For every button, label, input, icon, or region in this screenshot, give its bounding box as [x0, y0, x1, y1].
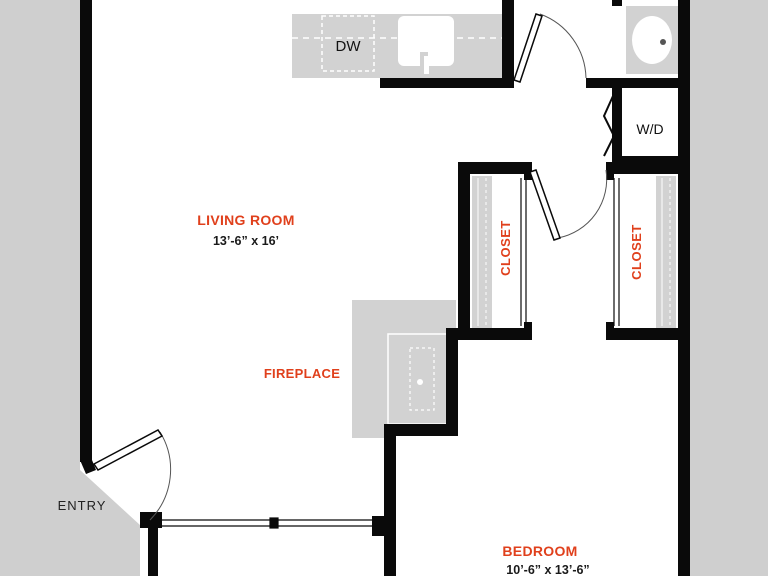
- counter-top: [292, 14, 502, 78]
- wall-right-outer: [678, 0, 690, 576]
- closet-right-shelf: [656, 176, 676, 328]
- wall-left-living: [80, 0, 92, 462]
- closet-door-arc: [557, 169, 608, 239]
- entry-label: ENTRY: [58, 498, 107, 513]
- wall-closet-left-top: [458, 162, 530, 174]
- wall-kitchen-right: [502, 0, 514, 88]
- wall-closet-right-bottom: [606, 328, 686, 340]
- closet-doors: [520, 178, 620, 326]
- wall-entry-diagonal: [80, 460, 96, 474]
- wd-label: W/D: [636, 121, 663, 137]
- door-swings: [149, 13, 608, 521]
- closet-left-shelf: [472, 176, 492, 328]
- fireplace-label: FIREPLACE: [264, 366, 340, 381]
- wall-wd-bottom: [612, 156, 678, 166]
- wall-wd-left: [612, 88, 622, 166]
- closet-right-label: CLOSET: [629, 224, 644, 280]
- exterior-left: [0, 0, 140, 576]
- wd-bifold-door: [602, 95, 616, 157]
- wall-bath-left: [586, 78, 678, 88]
- dishwasher: [321, 15, 375, 72]
- kitchen-door: [513, 13, 543, 83]
- labels: DW W/D LIVING ROOM 13’-6” x 16’ FIREPLAC…: [58, 38, 664, 576]
- walls: [80, 0, 690, 576]
- closet-interiors: [472, 176, 676, 328]
- sliding-door-track: [158, 517, 380, 529]
- fireplace: [352, 300, 456, 438]
- wall-bedroom-left: [384, 424, 396, 576]
- wall-closet-left-outer: [458, 162, 470, 340]
- entry-door-arc: [149, 431, 172, 521]
- kitchen-door-arc: [539, 13, 587, 79]
- counter-back-wall: [380, 78, 510, 88]
- bedroom-name: BEDROOM: [502, 543, 577, 559]
- entry-door: [92, 429, 164, 471]
- closet-left-label: CLOSET: [498, 220, 513, 276]
- exterior-right: [690, 0, 768, 576]
- bedroom-dims: 10’-6” x 13’-6”: [506, 563, 589, 576]
- wall-closet-right-top: [606, 162, 686, 174]
- wall-bedroom-top: [384, 424, 458, 436]
- wall-left-lower: [148, 516, 158, 576]
- wall-closet-left-bottom: [446, 328, 530, 340]
- living-room-name: LIVING ROOM: [197, 212, 294, 228]
- kitchen-counter: [292, 14, 510, 88]
- bathroom: [626, 6, 678, 74]
- kitchen-sink: [398, 16, 454, 66]
- closet-door-leaf: [529, 169, 561, 241]
- dishwasher-label: DW: [336, 38, 362, 55]
- bath-sink: [632, 16, 672, 64]
- door-leaves: [92, 13, 561, 471]
- wall-bedroom-step: [446, 328, 458, 436]
- living-room-dims: 13’-6” x 16’: [213, 234, 279, 248]
